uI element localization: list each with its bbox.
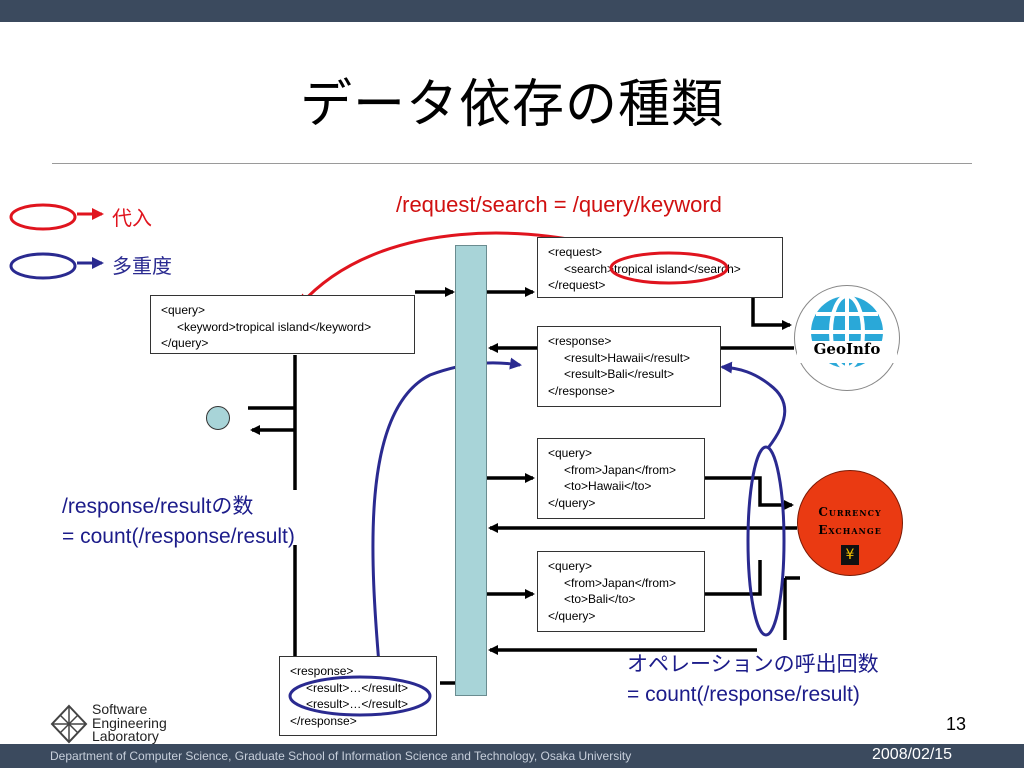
currency-label-2: Exchange — [818, 523, 882, 537]
query-bali-box: <query> <from>Japan</from> <to>Bali</to>… — [537, 551, 705, 632]
box-line: <result>Bali</result> — [564, 367, 675, 381]
geoinfo-label: GeoInfo — [813, 340, 881, 358]
currency-exchange-service: Currency Exchange ¥ — [797, 470, 903, 576]
box-line: <query> — [161, 303, 206, 317]
footer-date: 2008/02/15 — [872, 746, 953, 763]
legend-assign-label: 代入 — [112, 206, 152, 230]
operation-count-text-2: = count(/response/result) — [627, 683, 860, 706]
final-response-box: <response> <result>…</result> <result>…<… — [279, 656, 437, 736]
box-line: <response> — [290, 664, 354, 678]
box-line: <from>Japan</from> — [564, 575, 677, 590]
box-line: </request> — [548, 278, 606, 292]
geo-response-box: <response> <result>Hawaii</result> <resu… — [537, 326, 721, 407]
box-line: </query> — [161, 336, 209, 350]
legend-blue-ellipse — [9, 252, 77, 280]
logo-line: Laboratory — [92, 728, 159, 744]
box-line: </response> — [290, 713, 357, 728]
currency-label-1: Currency — [818, 505, 882, 519]
box-line: <query> — [548, 559, 593, 573]
box-line: <result>…</result> — [306, 697, 409, 711]
box-line: </query> — [548, 608, 596, 623]
box-line: <query> — [548, 446, 593, 460]
lab-logo: Software Engineering Laboratory — [50, 702, 180, 744]
box-line: <request> — [548, 245, 603, 259]
top-bar — [0, 0, 1024, 22]
logo-line: Engineering — [92, 714, 167, 731]
response-count-text-2: = count(/response/result) — [62, 525, 295, 548]
legend-red-ellipse — [9, 203, 77, 231]
operation-count-text-1: オペレーションの呼出回数 — [627, 653, 879, 676]
assign-rule-text: /request/search = /query/keyword — [396, 192, 722, 217]
box-line: <result>Hawaii</result> — [564, 350, 691, 365]
box-line: <from>Japan</from> — [564, 462, 677, 477]
legend-multiplicity-label: 多重度 — [112, 254, 172, 278]
lab-logo-icon — [50, 704, 88, 744]
footer-bar: Department of Computer Science, Graduate… — [0, 744, 1024, 768]
response-count-text-1: /response/resultの数 — [62, 495, 254, 518]
geoinfo-service: GeoInfo — [794, 285, 900, 391]
geo-request-box: <request> <search>tropical island</searc… — [537, 237, 783, 298]
box-line: </response> — [548, 383, 615, 398]
title-divider — [52, 163, 972, 164]
box-line: <result>…</result> — [306, 680, 409, 695]
message-bus — [455, 245, 487, 696]
yen-icon: ¥ — [841, 545, 859, 565]
box-line: <search>tropical island</search> — [564, 261, 741, 276]
slide-title: データ依存の種類 — [299, 75, 724, 135]
client-query-box: <query> <keyword>tropical island</keywor… — [150, 295, 415, 354]
client-node — [206, 406, 230, 430]
box-line: </query> — [548, 495, 596, 510]
logo-line: Software — [92, 701, 148, 717]
box-line: <to>Hawaii</to> — [564, 479, 652, 493]
box-line: <response> — [548, 334, 612, 348]
query-hawaii-box: <query> <from>Japan</from> <to>Hawaii</t… — [537, 438, 705, 519]
box-line: <keyword>tropical island</keyword> — [177, 319, 372, 334]
page-number: 13 — [946, 714, 967, 734]
footer-affiliation: Department of Computer Science, Graduate… — [50, 749, 632, 763]
lab-logo-text: Software Engineering Laboratory — [92, 701, 167, 744]
box-line: <to>Bali</to> — [564, 592, 636, 606]
